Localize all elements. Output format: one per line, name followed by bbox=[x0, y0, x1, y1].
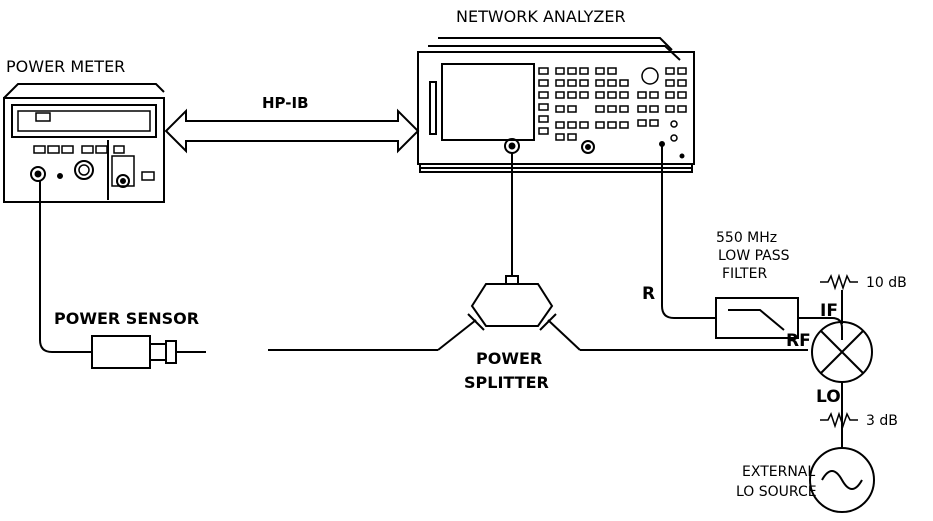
meter-sensor-port bbox=[30, 166, 46, 182]
if-port-label: IF bbox=[820, 301, 838, 321]
network-analyzer bbox=[417, 37, 695, 173]
filter-label-line1: 550 MHz bbox=[716, 230, 777, 246]
splitter-label-line1: POWER bbox=[476, 349, 542, 368]
analyzer-screen bbox=[441, 63, 535, 141]
cable-meter-to-sensor bbox=[39, 181, 92, 353]
attenuator-3db-icon bbox=[820, 411, 858, 429]
analyzer-r-port bbox=[659, 141, 665, 147]
attenuator-10db-label: 10 dB bbox=[866, 275, 907, 291]
mixer bbox=[811, 290, 873, 383]
cable-filter-to-mixer bbox=[798, 317, 843, 340]
meter-keys bbox=[33, 145, 125, 154]
lo-source-label-line1: EXTERNAL bbox=[742, 464, 815, 480]
analyzer-keypad-left bbox=[555, 67, 589, 141]
power-meter bbox=[3, 83, 165, 203]
meter-display bbox=[11, 104, 157, 138]
external-lo-source bbox=[809, 447, 875, 513]
lo-source-label-line2: LO SOURCE bbox=[736, 484, 817, 500]
cable-r-to-filter bbox=[661, 146, 716, 319]
hpib-label: HP-IB bbox=[262, 94, 309, 112]
rf-port-label: RF bbox=[786, 331, 811, 351]
attenuator-10db-icon bbox=[820, 273, 858, 291]
network-analyzer-label: NETWORK ANALYZER bbox=[456, 7, 626, 26]
attenuator-3db-label: 3 dB bbox=[866, 413, 898, 429]
analyzer-power-button bbox=[581, 140, 595, 154]
meter-knob bbox=[74, 160, 94, 180]
power-meter-label: POWER METER bbox=[6, 57, 125, 76]
power-sensor-label: POWER SENSOR bbox=[54, 309, 199, 328]
analyzer-keypad-middle bbox=[595, 67, 629, 129]
power-splitter bbox=[437, 275, 581, 351]
r-port-label: R bbox=[642, 284, 655, 304]
lo-port-label: LO bbox=[816, 387, 841, 407]
filter-label-line3: FILTER bbox=[722, 266, 767, 282]
hpib-cable-arrow bbox=[164, 108, 420, 154]
power-sensor bbox=[91, 335, 206, 369]
analyzer-keypad-right bbox=[637, 67, 687, 142]
filter-label-line2: LOW PASS bbox=[718, 248, 790, 264]
low-pass-filter bbox=[715, 297, 799, 339]
analyzer-knob bbox=[641, 67, 659, 85]
analyzer-softkeys bbox=[538, 67, 549, 135]
splitter-label-line2: SPLITTER bbox=[464, 373, 549, 392]
